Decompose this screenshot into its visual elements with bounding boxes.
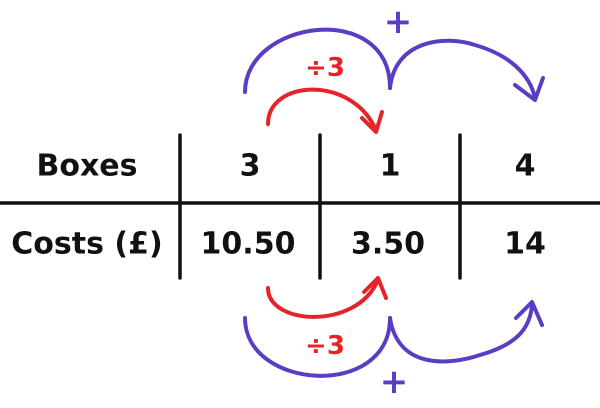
bottom-red-arc bbox=[266, 280, 379, 319]
bottom-purple-arrowhead bbox=[514, 300, 544, 327]
top-red-arc bbox=[266, 87, 377, 130]
row-header-boxes: Boxes bbox=[36, 148, 138, 184]
top-purple-big-arc bbox=[243, 27, 392, 94]
bottom-purple-small-arc-arrow bbox=[388, 303, 534, 364]
costs-value-2: 3.50 bbox=[350, 226, 426, 262]
boxes-value-1: 3 bbox=[239, 148, 261, 184]
top-purple-arrowhead bbox=[513, 76, 545, 102]
bottom-divide-label: ÷3 bbox=[305, 331, 345, 361]
bottom-purple-big-arc bbox=[243, 316, 392, 378]
top-divide-label: ÷3 bbox=[305, 53, 345, 83]
bottom-add-label: + bbox=[379, 362, 409, 402]
top-add-label: + bbox=[383, 2, 413, 42]
bottom-red-arrowhead bbox=[362, 276, 388, 300]
top-purple-small-arc-arrow bbox=[388, 38, 537, 100]
boxes-value-3: 4 bbox=[514, 148, 536, 184]
top-red-arrowhead bbox=[360, 110, 384, 134]
boxes-value-2: 1 bbox=[379, 148, 401, 184]
costs-value-1: 10.50 bbox=[200, 226, 296, 262]
costs-value-3: 14 bbox=[504, 226, 546, 262]
row-header-costs: Costs (£) bbox=[11, 226, 163, 262]
